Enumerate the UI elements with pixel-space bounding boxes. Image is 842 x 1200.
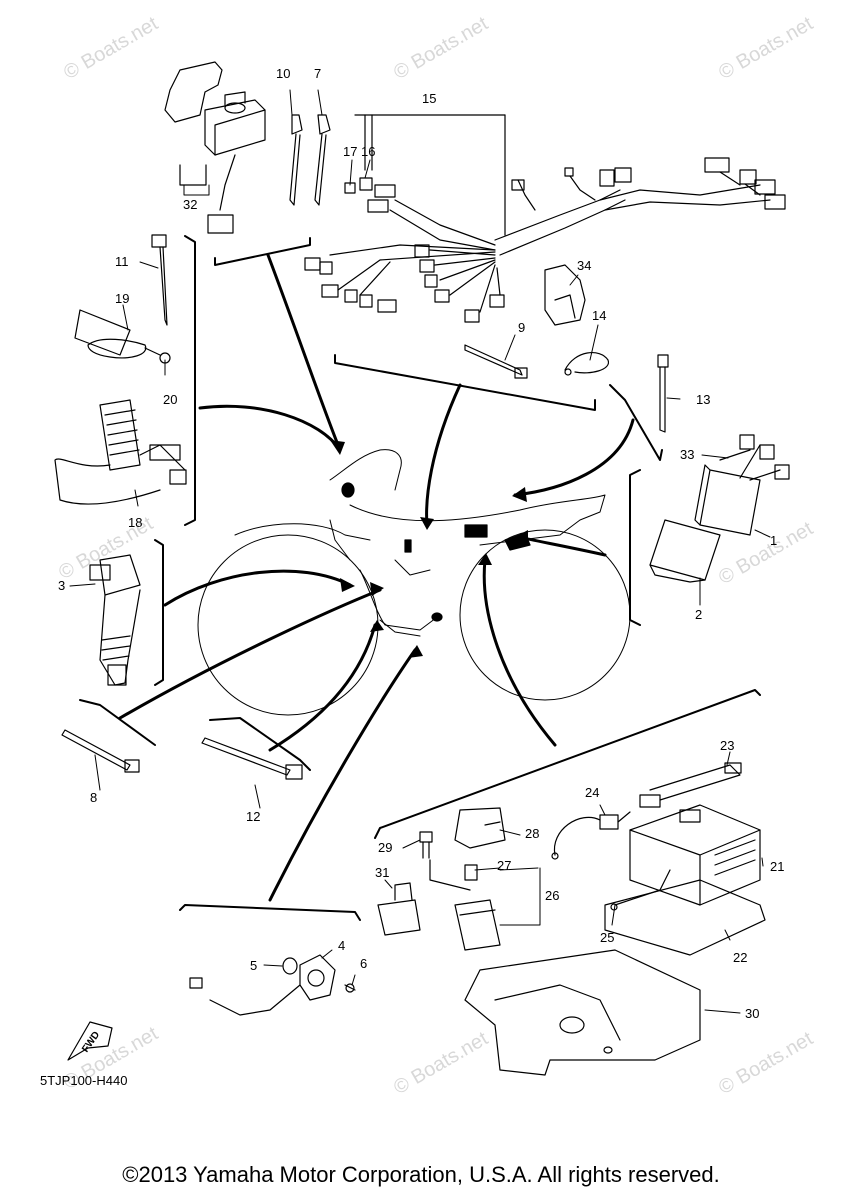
part-21-battery — [629, 794, 761, 906]
callout-3: 3 — [58, 578, 65, 593]
callout-7: 7 — [314, 66, 321, 81]
fwd-arrow-icon — [67, 1021, 113, 1061]
leader-lines — [118, 253, 635, 902]
part-19-bracket — [74, 309, 171, 364]
part-15-wire-harness — [304, 114, 786, 323]
callout-22: 22 — [733, 950, 747, 965]
part-24-lead — [551, 811, 631, 860]
callout-31: 31 — [375, 865, 389, 880]
callout-10: 10 — [276, 66, 290, 81]
callout-13: 13 — [696, 392, 710, 407]
callout-16: 16 — [361, 144, 375, 159]
part-14-lead — [564, 352, 609, 376]
callout-labels: 1 2 3 4 5 6 7 8 9 10 11 12 13 14 15 16 1… — [58, 66, 784, 1055]
part-32-cdi-unit — [164, 61, 266, 234]
callout-29: 29 — [378, 840, 392, 855]
callout-25: 25 — [600, 930, 614, 945]
callout-30: 30 — [745, 1006, 759, 1021]
leader-arrows — [330, 440, 528, 658]
part-22-pad — [604, 879, 766, 956]
part-18-rectifier — [54, 399, 187, 505]
part-1-relay — [694, 434, 790, 536]
callout-14: 14 — [592, 308, 606, 323]
callout-12: 12 — [246, 809, 260, 824]
parts-10-7-bands — [289, 114, 331, 206]
part-27-fuse — [464, 864, 478, 881]
part-29-bolt — [419, 831, 433, 859]
part-13-band — [657, 354, 669, 433]
callout-6: 6 — [360, 956, 367, 971]
callout-24: 24 — [585, 785, 599, 800]
callout-5: 5 — [250, 958, 257, 973]
part-34-cover — [544, 264, 586, 326]
copyright-notice: ©2013 Yamaha Motor Corporation, U.S.A. A… — [122, 1162, 720, 1187]
callout-32: 32 — [183, 197, 197, 212]
callout-17: 17 — [343, 144, 357, 159]
part-12-band — [201, 737, 303, 780]
part-4-sensor — [189, 954, 336, 1016]
callout-4: 4 — [338, 938, 345, 953]
callout-2: 2 — [695, 607, 702, 622]
part-28-cover — [454, 807, 506, 849]
part-2-cover — [649, 519, 721, 583]
part-3-ignition-coil — [89, 554, 141, 686]
callout-33: 33 — [680, 447, 694, 462]
callout-8: 8 — [90, 790, 97, 805]
callout-20: 20 — [163, 392, 177, 407]
callout-9: 9 — [518, 320, 525, 335]
callout-18: 18 — [128, 515, 142, 530]
part-31-connector — [377, 882, 421, 936]
callout-26: 26 — [545, 888, 559, 903]
motorcycle-outline — [197, 449, 631, 716]
callout-11: 11 — [115, 254, 129, 269]
diagram-code: 5TJP100-H440 — [40, 1073, 128, 1088]
part-8-band — [61, 729, 140, 773]
callout-19: 19 — [115, 291, 129, 306]
part-6-bolt — [344, 983, 356, 993]
callout-23: 23 — [720, 738, 734, 753]
part-23-band — [649, 762, 742, 801]
group-brackets — [79, 235, 761, 921]
part-11-band — [151, 234, 168, 326]
callout-34: 34 — [577, 258, 591, 273]
part-30-battery-box — [464, 949, 701, 1076]
part-9-band — [464, 344, 528, 379]
callout-leaders — [69, 89, 771, 1014]
callout-1: 1 — [770, 533, 777, 548]
callout-27: 27 — [497, 858, 511, 873]
callout-28: 28 — [525, 826, 539, 841]
callout-21: 21 — [770, 859, 784, 874]
bike-parts-highlight — [341, 482, 531, 622]
callout-15: 15 — [422, 91, 436, 106]
part-26-starter-relay — [429, 859, 501, 951]
part-5-o-ring — [282, 957, 298, 975]
